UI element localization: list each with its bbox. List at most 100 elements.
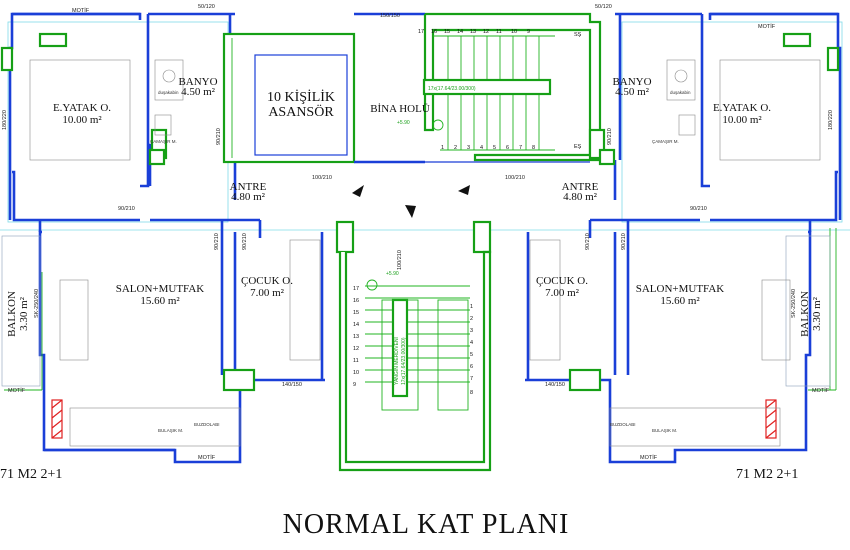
step-r-8: 8 [470,390,473,396]
label-buzdolabi-right: BUZDOLABI [610,422,636,427]
step-l-9: 9 [353,382,356,388]
room-labels: E.YATAK O. 10.00 m² E.YATAK O. 10.00 m² … [6,76,823,337]
step-t-10: 10 [511,29,517,35]
balcony-left-name: BALKON [6,291,18,337]
step-b-1: 1 [441,145,444,151]
step-t-16: 16 [431,29,437,35]
dim-90-210-left: 90/210 [118,206,135,212]
right-unit-walls [525,12,842,464]
motif-top-left: MOTİF [72,7,90,14]
balcony-hatch [1,235,831,387]
core-walls [222,12,602,472]
bedroom-right-name: E.YATAK O. [713,102,771,114]
living-left-name: SALON+MUTFAK [116,283,205,295]
step-t-17: 17 [418,29,424,35]
bedroom-right-area: 10.00 m² [722,114,762,126]
motif-bottom-right: MOTİF [640,454,658,461]
child-left-name: ÇOCUK O. [241,275,293,287]
stair-numbers: 17 16 15 14 13 12 11 10 9 1 2 3 4 5 6 7 … [353,29,535,396]
step-l-13: 13 [353,334,359,340]
hall-name: BİNA HOLÜ [370,103,430,115]
step-t-9: 9 [527,29,530,35]
step-r-2: 2 [470,316,473,322]
step-t-12: 12 [483,29,489,35]
dim-100-210-left: 100/210 [312,175,332,181]
step-r-6: 6 [470,364,473,370]
label-es: EŞ [574,144,582,150]
green-openings [0,32,840,391]
furniture [29,59,821,447]
dim-90-210-bath-left: 90/210 [216,128,222,145]
dim-180-220-right: 180/220 [828,110,834,130]
bottom-stair [365,279,470,411]
bath-left-name: BANYO [178,76,217,88]
living-right-name: SALON+MUTFAK [636,283,725,295]
child-left-area: 7.00 m² [250,287,285,299]
dim-90-210-child-left: 90/210 [214,233,220,250]
red-markers [51,399,777,439]
dim-sk-left: SK-250/240 [34,289,40,318]
motif-balcony-left: MOTİF [8,387,26,394]
bath-left-area: 4.50 m² [181,86,216,98]
step-r-7: 7 [470,376,473,382]
entry-left-area: 4.80 m² [231,191,266,203]
dim-50-120-right: 50/120 [595,4,612,10]
step-r-4: 4 [470,340,473,346]
motif-balcony-right: MOTİF [812,387,830,394]
label-buzdolabi-left: BUZDOLABI [194,422,220,427]
dim-100-210-right: 100/210 [505,175,525,181]
label-bulasik-left: BULAŞIK M. [158,428,183,433]
dim-180-220-left: 180/220 [2,110,8,130]
step-t-13: 13 [470,29,476,35]
label-dusakabin-left: duşakabin [158,90,179,95]
label-ss: SŞ [574,32,582,38]
living-right-area: 15.60 m² [660,295,700,307]
stair-bottom-title: YANGIN MERDİVENİ [393,337,400,385]
step-b-3: 3 [467,145,470,151]
unit-left-label: 71 M2 2+1 [0,467,62,482]
step-t-11: 11 [496,29,502,35]
step-l-12: 12 [353,346,359,352]
step-t-14: 14 [457,29,463,35]
stair-top-spec: 17x(17.64/23.00/300) [428,86,476,92]
motif-bottom-left: MOTİF [198,454,216,461]
step-l-17: 17 [353,286,359,292]
dimension-labels: MOTİF 50/120 150/150 50/120 MOTİF 180/22… [2,4,834,461]
dim-150-150: 150/150 [380,13,400,19]
step-b-8: 8 [532,145,535,151]
label-dusakabin-right: duşakabin [670,90,691,95]
entry-right-name: ANTRE [562,181,599,193]
step-b-6: 6 [506,145,509,151]
label-camasir-right: ÇAMAŞIR M. [652,139,679,144]
step-l-10: 10 [353,370,359,376]
living-left-area: 15.60 m² [140,295,180,307]
step-b-7: 7 [519,145,522,151]
step-l-11: 11 [353,358,359,364]
dim-90-210-bath-right: 90/210 [607,128,613,145]
top-stair [422,35,555,151]
motif-top-right: MOTİF [758,23,776,30]
dim-100-210-stair: 100/210 [397,250,403,270]
child-right-area: 7.00 m² [545,287,580,299]
plan-title: NORMAL KAT PLANI [283,509,570,540]
dim-sk-right: SK-250/240 [791,289,797,318]
dim-90-210-child-right: 90/210 [585,233,591,250]
dim-140-150-right: 140/150 [545,382,565,388]
balcony-right-area: 3.30 m² [811,296,823,331]
step-r-1: 1 [470,304,473,310]
label-bulasik-right: BULAŞIK M. [652,428,677,433]
step-r-5: 5 [470,352,473,358]
step-t-15: 15 [444,29,450,35]
step-b-4: 4 [480,145,483,151]
dim-50-120-left: 50/120 [198,4,215,10]
dim-140-150-left: 140/150 [282,382,302,388]
label-camasir-left: ÇAMAŞIR M. [150,139,177,144]
step-l-14: 14 [353,322,359,328]
door-arrows [352,185,470,218]
bedroom-left-name: E.YATAK O. [53,102,111,114]
step-l-16: 16 [353,298,359,304]
level-bottom: +5.90 [386,271,399,277]
dim-90-210-child-right2: 90/210 [621,233,627,250]
step-b-5: 5 [493,145,496,151]
